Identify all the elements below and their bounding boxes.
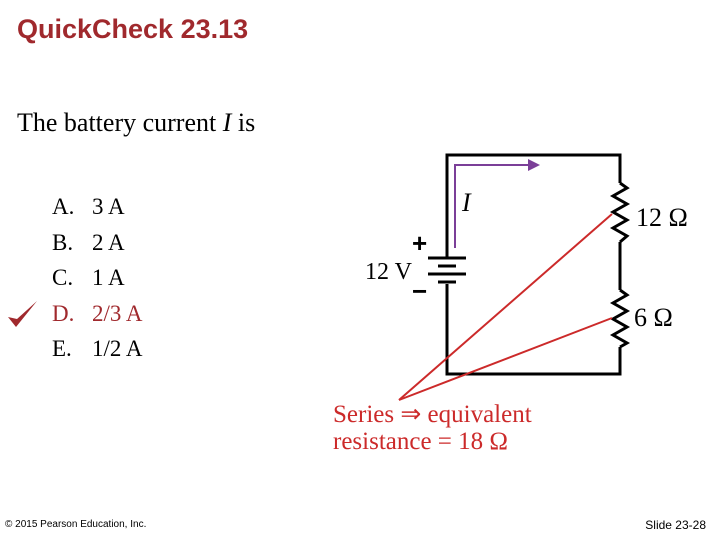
option-letter: C.	[52, 265, 74, 290]
battery-voltage-label: 12 V	[365, 259, 413, 285]
slide-title: QuickCheck 23.13	[17, 14, 249, 44]
resistor-12-label: 12 Ω	[636, 203, 688, 232]
annotation-pointers	[398, 213, 613, 401]
option-d: D. 2/3 A	[8, 299, 143, 335]
option-text: 1 A	[92, 265, 125, 290]
annotation-line-1: Series ⇒ equivalent	[333, 401, 532, 428]
option-c: C. 1 A	[52, 263, 142, 299]
option-letter: A.	[52, 194, 75, 219]
resistor-12-ohm	[609, 181, 631, 244]
resistor-6-label: 6 Ω	[634, 303, 673, 332]
question-suffix: is	[231, 108, 256, 137]
question-text: The battery current I is	[17, 108, 255, 138]
option-letter: B.	[52, 229, 74, 255]
option-e: E. 1/2 A	[52, 334, 142, 370]
option-text: 3 A	[92, 194, 125, 219]
resistor-6-ohm	[609, 288, 631, 349]
slide-number: Slide 23-28	[645, 518, 706, 532]
question-prefix: The battery current	[17, 108, 223, 137]
option-b: B. 2 A	[52, 228, 142, 264]
battery	[428, 256, 466, 284]
option-letter: D.	[52, 300, 75, 326]
annotation-line-2: resistance = 18 Ω	[333, 428, 508, 455]
series-annotation: Series ⇒ equivalent resistance = 18 Ω	[333, 401, 532, 455]
option-text: 2 A	[92, 229, 125, 255]
current-label: I	[461, 188, 472, 217]
battery-minus-sign: −	[412, 276, 427, 306]
battery-plus-sign: +	[412, 228, 427, 258]
answer-options: A. 3 A B. 2 A C. 1 A D. 2/3 A E. 1/2 A	[8, 192, 143, 370]
question-variable: I	[222, 108, 232, 137]
circuit-wires	[445, 153, 622, 376]
option-letter: E.	[52, 336, 72, 361]
current-arrow	[454, 159, 540, 248]
copyright-notice: © 2015 Pearson Education, Inc.	[5, 519, 147, 530]
checkmark-icon	[8, 300, 37, 327]
option-text: 2/3 A	[92, 300, 143, 326]
option-a: A. 3 A	[52, 192, 142, 228]
option-text: 1/2 A	[92, 336, 143, 361]
